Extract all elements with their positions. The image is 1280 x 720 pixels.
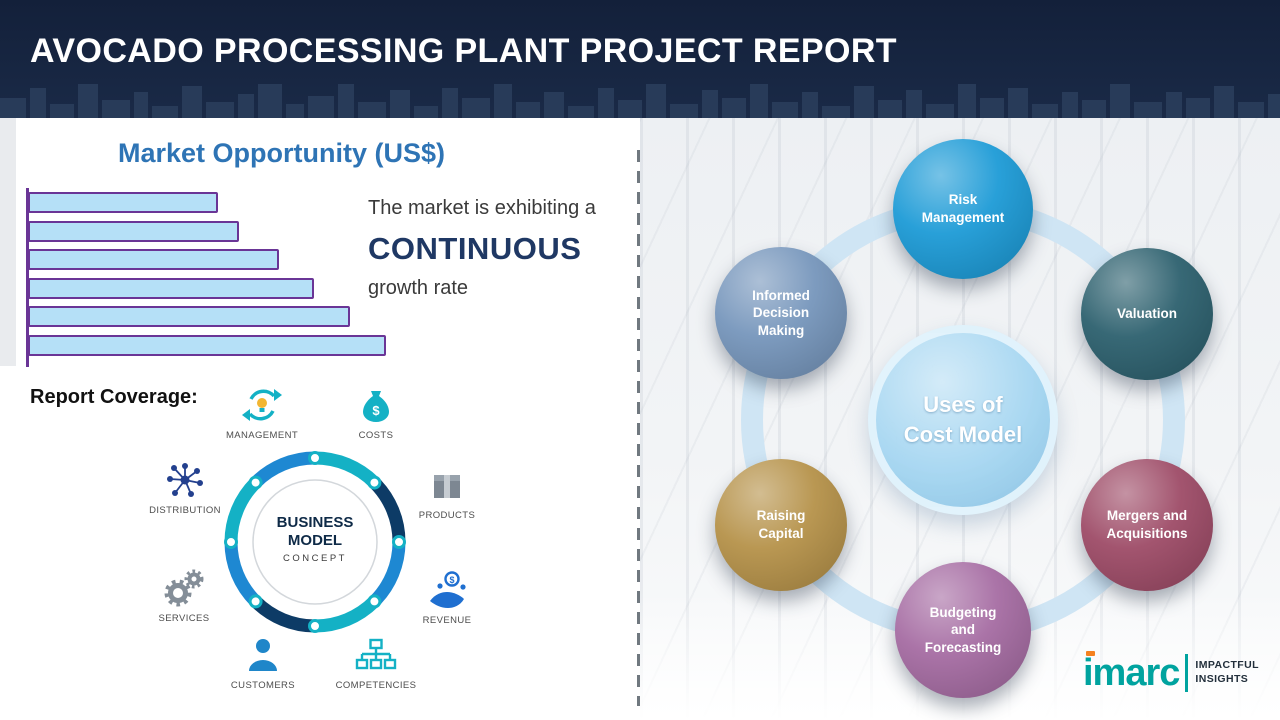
coverage-item-label: MANAGEMENT	[225, 430, 299, 441]
growth-text-line1: The market is exhibiting a	[368, 197, 596, 219]
market-bar	[28, 249, 279, 270]
business-model-word1: BUSINESS	[276, 514, 354, 531]
box-icon	[434, 475, 460, 498]
logo-divider-bar	[1185, 654, 1189, 692]
cost-model-circle-budgeting-forecasting: Budgeting and Forecasting	[895, 562, 1031, 698]
imarc-logo: imarc IMPACTFUL INSIGHTS	[1083, 651, 1259, 694]
cost-model-circle-valuation: Valuation	[1081, 248, 1213, 380]
svg-text:$: $	[372, 403, 380, 418]
logo-brand-text: imarc	[1083, 652, 1180, 694]
person-icon	[249, 639, 277, 671]
market-bar	[28, 277, 314, 299]
market-bar	[28, 306, 350, 327]
left-edge-strip	[0, 118, 16, 366]
market-bar	[28, 192, 218, 213]
coverage-item-label: REVENUE	[422, 615, 472, 626]
hand-coins-icon: $	[430, 571, 466, 608]
dashed-divider	[637, 150, 640, 706]
city-skyline-graphic	[0, 84, 1280, 118]
cost-model-center-line1: Uses of	[923, 392, 1003, 418]
coverage-item-label: COMPETENCIES	[335, 680, 417, 691]
coverage-item-management: MANAGEMENT	[207, 383, 317, 441]
logo-accent-mark	[1086, 651, 1095, 656]
cost-model-circle-label: Raising Capital	[756, 508, 806, 541]
gears-icon	[164, 569, 204, 607]
business-model-word3: CONCEPT	[283, 553, 347, 564]
cost-model-circle-label: Risk Management	[921, 192, 1005, 225]
cost-model-circle-label: Mergers and Acquisitions	[1106, 508, 1188, 541]
coverage-item-revenue: $ REVENUE	[392, 568, 502, 626]
coverage-item-competencies: COMPETENCIES	[321, 633, 431, 691]
business-model-center-label: BUSINESS MODEL CONCEPT	[253, 514, 377, 564]
cost-model-circle-label: Valuation	[1116, 306, 1177, 322]
growth-text-line3: growth rate	[368, 277, 469, 299]
cost-model-circle-raising-capital: Raising Capital	[715, 459, 847, 591]
cost-model-center-circle: Uses of Cost Model	[868, 325, 1058, 515]
growth-text-emphasis: CONTINUOUS	[368, 231, 582, 266]
coverage-item-customers: CUSTOMERS	[208, 633, 318, 691]
cost-model-circle-label: Budgeting and Forecasting	[924, 604, 1002, 655]
coverage-item-services: SERVICES	[129, 566, 239, 624]
cost-model-circle-mergers-acquisitions: Mergers and Acquisitions	[1081, 459, 1213, 591]
header-banner: AVOCADO PROCESSING PLANT PROJECT REPORT	[0, 0, 1280, 118]
money-bag-icon: $	[363, 391, 389, 422]
coverage-item-label: COSTS	[358, 430, 394, 441]
org-chart-icon	[355, 638, 397, 670]
logo-tagline: IMPACTFUL INSIGHTS	[1195, 659, 1258, 686]
svg-text:$: $	[449, 575, 454, 585]
page-title: AVOCADO PROCESSING PLANT PROJECT REPORT	[30, 32, 897, 70]
coverage-item-label: SERVICES	[158, 613, 210, 624]
market-bar-chart	[26, 188, 393, 367]
logo-tagline-line1: IMPACTFUL	[1195, 659, 1259, 672]
cost-model-circle-informed-decision-making: Informed Decision Making	[715, 247, 847, 379]
network-icon	[167, 463, 203, 497]
coverage-item-label: PRODUCTS	[418, 510, 476, 521]
logo-tagline-line2: INSIGHTS	[1195, 673, 1249, 685]
business-model-word2: MODEL	[287, 532, 343, 549]
coverage-item-costs: $ COSTS	[321, 383, 431, 441]
cost-model-circle-risk-management: Risk Management	[893, 139, 1033, 279]
coverage-item-label: CUSTOMERS	[230, 680, 296, 691]
cost-model-center-line2: Cost Model	[903, 422, 1023, 447]
report-coverage-label: Report Coverage:	[30, 386, 198, 408]
coverage-item-products: PRODUCTS	[392, 463, 502, 521]
cost-model-circle-label: Informed Decision Making	[752, 287, 810, 338]
coverage-item-label: DISTRIBUTION	[149, 505, 221, 516]
growth-statement: The market is exhibiting a CONTINUOUS gr…	[368, 197, 643, 300]
market-opportunity-title: Market Opportunity (US$)	[118, 138, 446, 168]
market-bar	[28, 334, 386, 356]
market-bar	[28, 220, 239, 242]
coverage-item-distribution: DISTRIBUTION	[130, 458, 240, 516]
business-model-ring	[224, 451, 406, 633]
cycle-bulb-icon	[242, 389, 282, 421]
chart-axis-line	[26, 188, 29, 367]
